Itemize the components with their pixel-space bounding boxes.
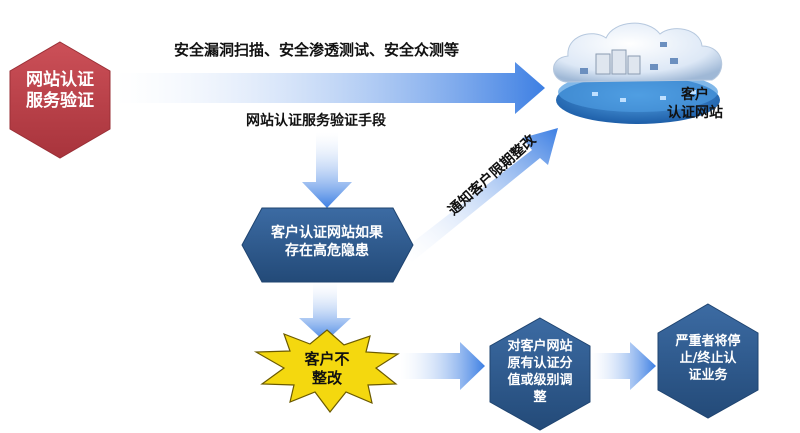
arrow-nofix-to-adjust xyxy=(400,342,485,390)
arrow-adjust-to-terminate xyxy=(590,342,656,390)
arrow-risk-to-cloud xyxy=(400,128,558,262)
terminate-hexagon xyxy=(657,303,759,419)
service-line1: 网站认证 xyxy=(26,70,94,90)
nofix-burst xyxy=(253,329,400,413)
service-line2: 服务验证 xyxy=(26,91,94,112)
method-label: 网站认证服务验证手段 xyxy=(246,113,386,129)
risk-text: 客户认证网站如果 存在高危隐患 xyxy=(246,225,408,260)
arrow-risk-to-nofix xyxy=(299,282,351,342)
nofix-text: 客户不 整改 xyxy=(290,350,364,388)
arrow-service-to-cloud xyxy=(115,62,545,114)
nofix-line2: 整改 xyxy=(311,368,342,387)
top-arrow-label: 安全漏洞扫描、安全渗透测试、安全众测等 xyxy=(174,41,460,59)
risk-hexagon xyxy=(241,207,414,283)
adjust-line1: 对客户网站 xyxy=(507,339,573,354)
cloud-icon xyxy=(553,22,723,124)
adjust-line3: 值或级别调 xyxy=(507,372,573,388)
cloud-text: 客户 认证网站 xyxy=(655,87,735,122)
terminate-line3: 证业务 xyxy=(688,367,728,383)
service-hexagon xyxy=(9,41,111,159)
terminate-line2: 止/终止认 xyxy=(679,350,737,366)
arrow-to-risk xyxy=(302,132,352,208)
nofix-line1: 客户不 xyxy=(304,350,350,368)
terminate-line1: 严重者将停 xyxy=(675,334,741,349)
service-text: 网站认证 服务验证 xyxy=(12,70,108,113)
adjust-hexagon xyxy=(489,317,591,431)
cloud-line1: 客户 xyxy=(681,87,709,103)
cloud-line2: 认证网站 xyxy=(667,104,723,121)
adjust-line4: 整 xyxy=(533,389,547,405)
adjust-line2: 原有认证分 xyxy=(507,355,573,371)
risk-line2: 存在高危隐患 xyxy=(285,242,369,259)
terminate-text: 严重者将停 止/终止认 证业务 xyxy=(662,334,754,385)
adjust-text: 对客户网站 原有认证分 值或级别调 整 xyxy=(494,339,586,407)
risk-line1: 客户认证网站如果 xyxy=(271,225,383,241)
